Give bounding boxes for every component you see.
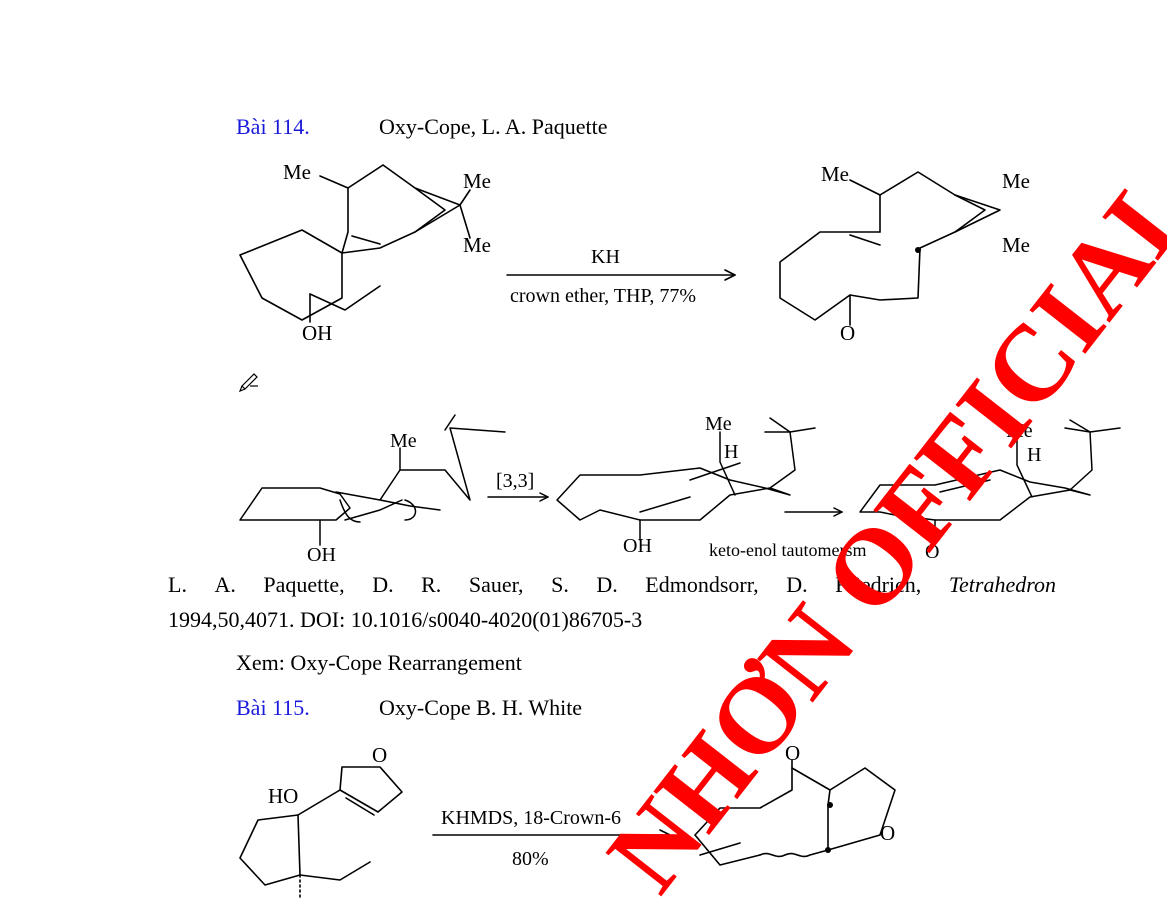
s2-oh: OH (623, 535, 652, 557)
reagent-114-bottom: crown ether, THP, 77% (510, 285, 696, 307)
problem-114-label: Bài 114. (236, 114, 310, 139)
see-also: Xem: Oxy-Cope Rearrangement (236, 650, 522, 675)
product-bicycle (791, 767, 896, 851)
step2-label: keto-enol tautomersm (709, 540, 866, 560)
s3-o: O (925, 541, 939, 563)
prod2-ketone-o: O (785, 741, 800, 765)
prod2-ether-o: O (880, 821, 895, 845)
sm2-cyclopentane (239, 814, 301, 886)
s1-oh: OH (307, 544, 336, 566)
s2-me: Me (705, 413, 732, 435)
sm-oh: OH (302, 321, 332, 345)
sm-me-2: Me (463, 169, 491, 193)
sm2-ho: HO (268, 784, 298, 808)
reference-line-1: L. A. Paquette, D. R. Sauer, S. D. Edmon… (168, 572, 1056, 597)
journal-name: Tetrahedron (948, 572, 1056, 597)
product-macrocycle (779, 231, 921, 321)
reagent-114-top: KH (591, 246, 620, 268)
s3-h: H (1027, 444, 1041, 466)
prod-o: O (840, 321, 855, 345)
pencil-icon (238, 373, 258, 393)
prod-me-3: Me (1002, 233, 1030, 257)
reagent-115-bottom: 80% (512, 848, 549, 870)
s3-me: Me (1006, 420, 1033, 442)
prod-me-1: Me (821, 162, 849, 186)
problem-115-title: Oxy-Cope B. H. White (379, 695, 583, 720)
problem-114-title: Oxy-Cope, L. A. Paquette (379, 114, 608, 139)
step1-label: [3,3] (496, 470, 534, 492)
reference-line-2: 1994,50,4071. DOI: 10.1016/s0040-4020(01… (168, 607, 643, 632)
mechanism-structures (239, 414, 1121, 546)
sm-me-1: Me (283, 160, 311, 184)
s1-me: Me (390, 430, 417, 452)
reagent-115-top: KHMDS, 18-Crown-6 (441, 807, 621, 829)
sm-me-3: Me (463, 233, 491, 257)
s2-h: H (724, 441, 738, 463)
sm2-o: O (372, 743, 387, 767)
prod-me-2: Me (1002, 169, 1030, 193)
problem-115-label: Bài 115. (236, 695, 310, 720)
